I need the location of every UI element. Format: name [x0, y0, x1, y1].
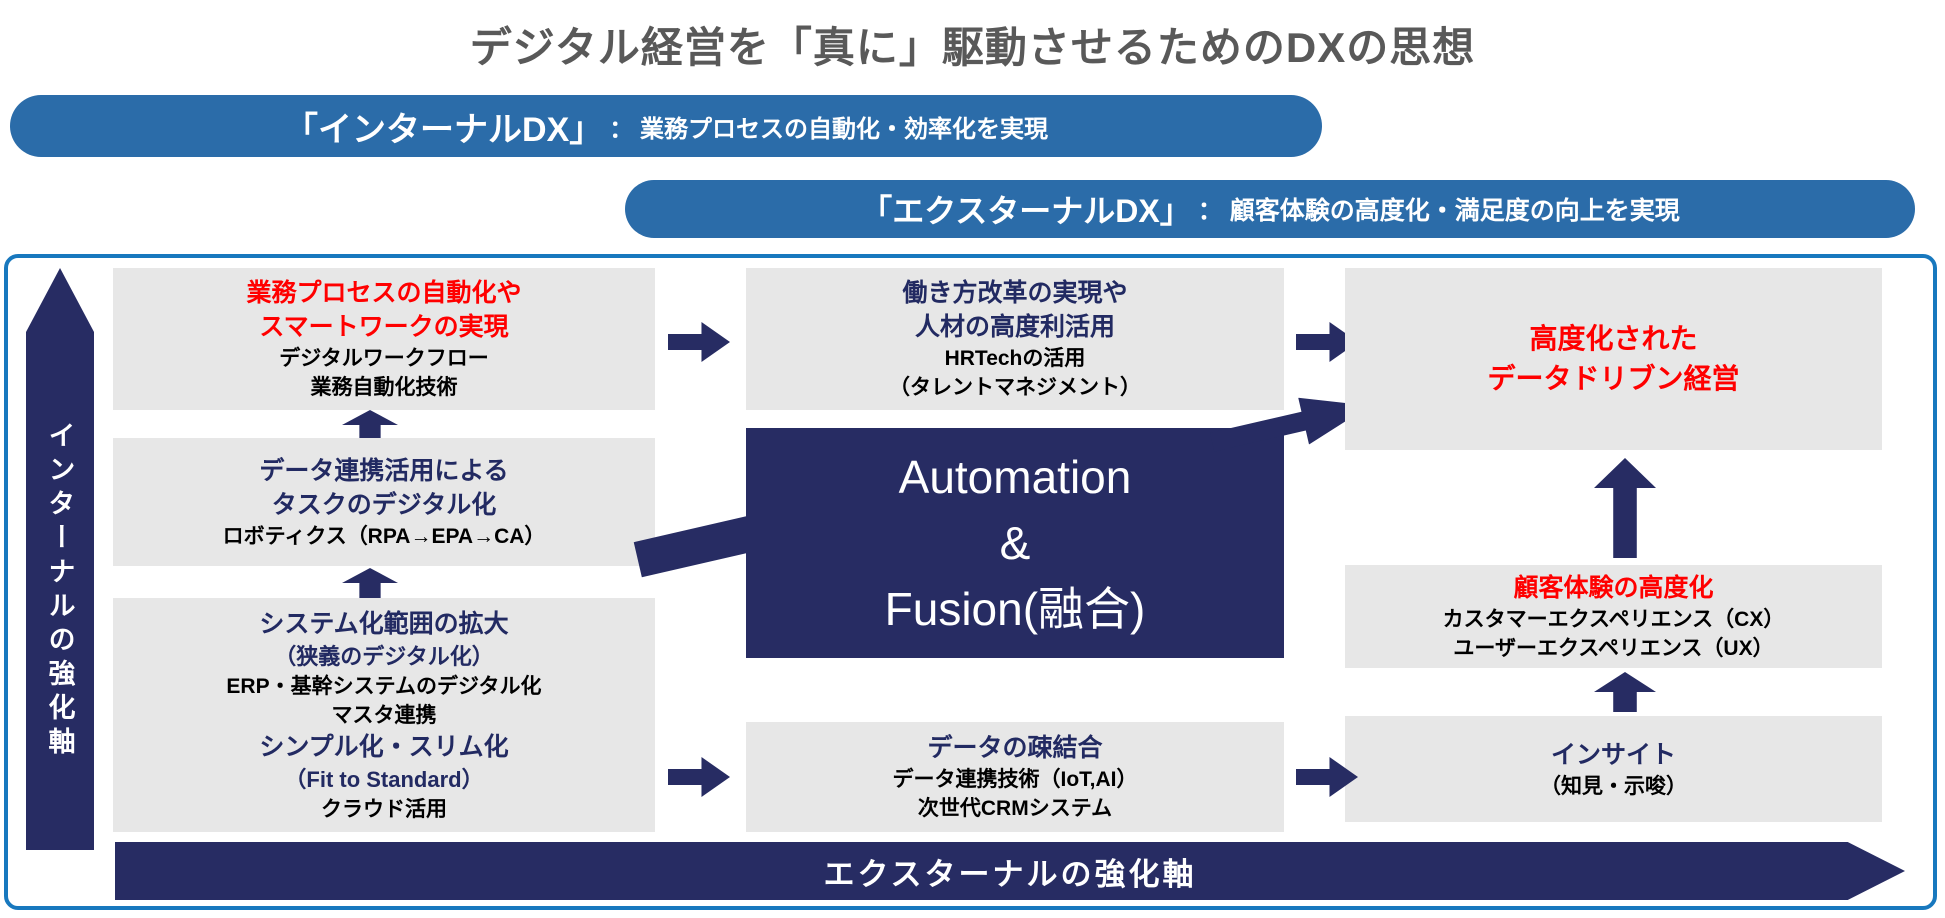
internal-axis-label: インターナルの強化軸	[44, 421, 75, 761]
box-line: 人材の高度利活用	[914, 313, 1115, 341]
box-line: ユーザーエクスペリエンス（UX）	[1453, 636, 1774, 660]
box-line: （Fit to Standard）	[284, 766, 484, 792]
box-line: （タレントマネジメント）	[889, 376, 1141, 399]
box-customer-experience: 顧客体験の高度化 カスタマーエクスペリエンス（CX） ユーザーエクスペリエンス（…	[1345, 565, 1882, 668]
box-line: インサイト	[1550, 740, 1676, 769]
page-title: デジタル経営を「真に」駆動させるためのDXの思想	[469, 24, 1476, 71]
box-line: HRTechの活用	[944, 347, 1086, 370]
external-axis-arrow-icon: エクスターナルの強化軸	[115, 842, 1905, 900]
box-line: 業務プロセスの自動化や	[246, 279, 522, 307]
box-line: システム化範囲の拡大	[259, 609, 509, 638]
automation-line: Automation	[898, 451, 1132, 503]
box-line: デジタルワークフロー	[279, 347, 489, 370]
box-line: カスタマーエクスペリエンス（CX）	[1442, 607, 1785, 631]
box-line: 次世代CRMシステム	[917, 797, 1113, 820]
banner-external-label: 「エクスターナルDX」	[860, 193, 1192, 229]
box-line: 働き方改革の実現や	[902, 279, 1128, 307]
internal-axis-arrow-icon: インターナルの強化軸	[26, 268, 94, 850]
box-line: データドリブン経営	[1487, 363, 1740, 394]
box-line: （狭義のデジタル化）	[274, 643, 494, 669]
box-line: データの疎結合	[927, 734, 1103, 762]
box-system-expansion: システム化範囲の拡大 （狭義のデジタル化） ERP・基幹システムのデジタル化 マ…	[113, 598, 655, 832]
banner-external-desc: ： 顧客体験の高度化・満足度の向上を実現	[1197, 197, 1680, 225]
box-line: 高度化された	[1529, 323, 1698, 354]
automation-line: &	[999, 517, 1031, 569]
box-process-automation: 業務プロセスの自動化や スマートワークの実現 デジタルワークフロー 業務自動化技…	[113, 268, 655, 410]
box-line: データ連携技術（IoT,AI）	[892, 768, 1138, 791]
box-workstyle-reform: 働き方改革の実現や 人材の高度利活用 HRTechの活用 （タレントマネジメント…	[746, 268, 1284, 410]
box-line: スマートワークの実現	[259, 313, 509, 341]
external-axis-label: エクスターナルの強化軸	[823, 856, 1197, 892]
box-data-task-digitization: データ連携活用による タスクのデジタル化 ロボティクス（RPA→EPA→CA）	[113, 438, 655, 566]
box-automation-fusion: Automation & Fusion(融合)	[746, 428, 1284, 658]
box-line: タスクのデジタル化	[271, 490, 497, 519]
box-line: クラウド活用	[321, 797, 447, 821]
banner-internal-dx: 「インターナルDX」 ： 業務プロセスの自動化・効率化を実現	[10, 95, 1322, 157]
box-line: 業務自動化技術	[310, 376, 458, 399]
box-data-loose-coupling: データの疎結合 データ連携技術（IoT,AI） 次世代CRMシステム	[746, 722, 1284, 832]
automation-line: Fusion(融合)	[884, 583, 1146, 635]
box-line: （知見・示唆）	[1540, 774, 1687, 798]
box-line: データ連携活用による	[259, 456, 509, 485]
banner-external-dx: 「エクスターナルDX」 ： 顧客体験の高度化・満足度の向上を実現	[625, 180, 1915, 238]
box-insight: インサイト （知見・示唆）	[1345, 716, 1882, 822]
box-line: ERP・基幹システムのデジタル化	[226, 674, 542, 698]
box-line: 顧客体験の高度化	[1513, 573, 1714, 602]
box-advanced-data-driven: 高度化された データドリブン経営	[1345, 268, 1882, 450]
banner-internal-desc: ： 業務プロセスの自動化・効率化を実現	[609, 115, 1048, 143]
box-line: マスタ連携	[331, 703, 437, 727]
main-frame	[4, 254, 1937, 910]
box-line: ロボティクス（RPA→EPA→CA）	[222, 524, 546, 548]
box-line: シンプル化・スリム化	[259, 732, 509, 761]
banner-internal-label: 「インターナルDX」	[284, 110, 604, 149]
